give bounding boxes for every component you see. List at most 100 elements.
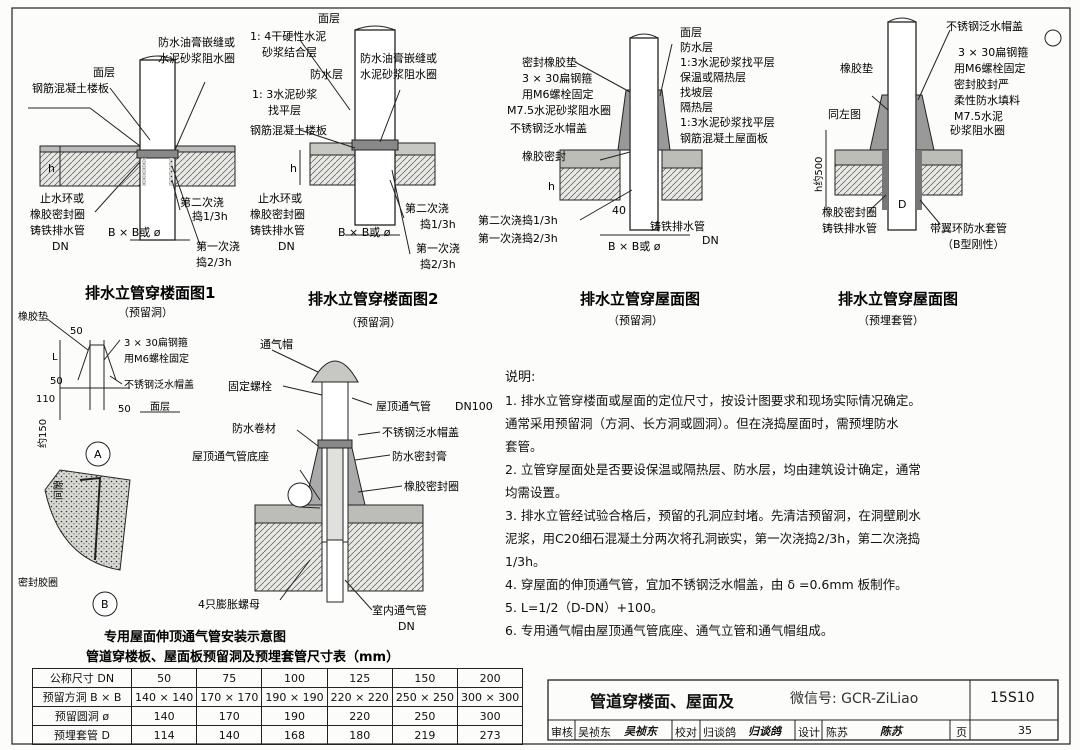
fig3-surface-label: 面层 xyxy=(680,26,702,39)
fig5-detail-top xyxy=(45,317,180,420)
fig2-layer1b-label: 砂浆结合层 xyxy=(262,45,317,59)
fig2-surface-label: 面层 xyxy=(318,12,340,25)
page-number: 35 xyxy=(1018,724,1032,737)
fig5-sealant-label: 密封胶圈 xyxy=(18,576,58,589)
notes-block: 说明: 1. 排水立管穿楼面或屋面的定位尺寸，按设计图要求和现场实际情况确定。 … xyxy=(505,366,1065,642)
fig5-gap-label: 间隙 xyxy=(52,480,65,500)
fig4-pipe-label: 铸铁排水管 xyxy=(822,221,877,235)
fig2-layer1a-label: 1: 4干硬性水泥 xyxy=(250,29,326,43)
note-line: 泥浆，用C20细石混凝土分两次将孔洞嵌实，第一次浇捣2/3h，第二次浇捣 xyxy=(505,531,921,546)
fig1-pipe-label: 铸铁排水管 xyxy=(30,223,85,237)
notes-heading: 说明: xyxy=(505,370,536,385)
fig1-seal-label2: 水泥砂浆阻水圈 xyxy=(158,51,235,65)
fig1-surface-label: 面层 xyxy=(93,66,115,79)
title-block-title: 管道穿楼面、屋面及 xyxy=(590,692,735,711)
fig5-dn-label: DN xyxy=(398,620,415,633)
fig5-vent-drawing xyxy=(254,349,424,611)
fig2-second2-label: 捣1/3h xyxy=(420,217,456,231)
fig5-seal-paste-label: 防水密封膏 xyxy=(392,449,447,463)
table-cell: 114 xyxy=(130,725,198,745)
note-line: 3. 排水立管经试验合格后，预留的孔洞应封堵。先清洁预留洞，在洞壁刷水 xyxy=(505,508,921,523)
fig5-callout-b: B xyxy=(101,598,109,611)
fig4-drawing xyxy=(825,17,963,231)
fig4-sealant-label: 密封胶封严 xyxy=(954,77,1009,91)
fig5-pad-label: 橡胶垫 xyxy=(18,310,48,323)
fig5-callout-a: A xyxy=(94,448,102,461)
table-cell: 170 xyxy=(196,706,263,726)
design-label: 设计 xyxy=(798,726,820,739)
table-cell: 190 × 190 xyxy=(261,687,328,707)
table-cell: 140 xyxy=(130,706,198,726)
checker-signature: 归谈鸽 xyxy=(748,725,781,738)
table-cell: 219 xyxy=(391,725,459,745)
fig3-heat-label: 隔热层 xyxy=(680,101,713,114)
fig5-d110-label: 110 xyxy=(36,394,55,405)
fig2-title: 排水立管穿楼面图2 xyxy=(308,290,438,308)
fig3-cap-label: 不锈钢泛水帽盖 xyxy=(510,121,587,135)
table-row: 公称尺寸 DN 50 75 100 125 150 200 xyxy=(32,668,524,688)
fig2-h-label: h xyxy=(290,162,297,175)
fig5-membrane-label: 防水卷材 xyxy=(232,421,276,435)
fig3-subtitle: （预留洞） xyxy=(608,314,663,327)
checker-name: 归谈鸽 xyxy=(703,726,736,739)
fig5-detail-a xyxy=(44,469,131,571)
fig5-roof-vent-label: 屋顶通气管 xyxy=(376,399,431,413)
fig4-subtitle: （预埋套管） xyxy=(858,313,924,327)
note-line: 套管。 xyxy=(505,439,543,454)
table-cell: 75 xyxy=(196,668,263,688)
fig5-bolt-label: 固定螺栓 xyxy=(228,379,272,393)
fig4-pad-label: 橡胶垫 xyxy=(840,61,873,75)
fig3-h-label: h xyxy=(548,180,555,193)
table-row-head: 公称尺寸 DN xyxy=(32,668,132,688)
fig4-m75b-label: 砂浆阻水圈 xyxy=(950,123,1005,137)
fig5-l-label: L xyxy=(52,352,58,363)
fig1-stop-label2: 橡胶密封圈 xyxy=(30,207,85,221)
table-cell: 250 xyxy=(391,706,459,726)
fig4-hoop-label: 3 × 30扁钢箍 xyxy=(958,45,1028,59)
note-line: 均需设置。 xyxy=(505,485,568,500)
fig5-hoop-label: 3 × 30扁钢箍 xyxy=(124,336,188,349)
fig3-title: 排水立管穿屋面图 xyxy=(580,290,700,308)
table-cell: 190 xyxy=(261,706,328,726)
table-cell: 140 × 140 xyxy=(130,687,198,707)
fig3-m6-label: 用M6螺栓固定 xyxy=(522,87,594,101)
fig3-first-label: 第一次浇捣2/3h xyxy=(478,231,558,245)
fig1-h-label: h xyxy=(48,162,55,175)
fig2-layer2b-label: 找平层 xyxy=(268,103,301,117)
page-label: 页 xyxy=(956,726,967,739)
fig1-seal-label: 防水油膏嵌缝或 xyxy=(158,35,235,49)
table-cell: 140 xyxy=(196,725,263,745)
fig2-layer2a-label: 1: 3水泥砂浆 xyxy=(252,87,317,101)
fig5-dn100-label: DN100 xyxy=(455,400,493,413)
fig1-second-label: 第二次浇 xyxy=(180,195,224,209)
fig1-slab-label: 钢筋混凝土楼板 xyxy=(32,81,109,95)
sheet-border xyxy=(11,7,1071,745)
fig3-level-label: 1:3水泥砂浆找平层 xyxy=(680,55,775,69)
fig2-dn-label: DN xyxy=(278,240,295,253)
watermark-text: 微信号: GCR-ZiLiao xyxy=(790,691,919,707)
fig4-h500-label: h约500 xyxy=(812,157,825,192)
title-block-frame xyxy=(547,679,1059,741)
table-cell: 168 xyxy=(261,725,328,745)
fig5-indoor-label: 室内通气管 xyxy=(372,603,427,617)
fig2-bxb-label: B × B或 ø xyxy=(338,226,391,239)
table-cell: 250 × 250 xyxy=(391,687,459,707)
fig2-subtitle: （预留洞） xyxy=(346,316,401,329)
fig4-cap-label: 不锈钢泛水帽盖 xyxy=(946,19,1023,33)
fig2-seal2-label: 水泥砂浆阻水圈 xyxy=(360,67,437,81)
reviewer-signature: 吴祯东 xyxy=(624,725,657,738)
note-line: 6. 专用通气帽由屋顶通气管底座、通气立管和通气帽组成。 xyxy=(505,623,834,638)
fig3-drawing xyxy=(559,33,703,236)
fig2-first1-label: 第一次浇 xyxy=(416,241,460,255)
fig4-section-marker-icon xyxy=(1044,29,1062,47)
reviewer-name: 吴祯东 xyxy=(578,726,611,739)
fig5-vent-cap-label: 通气帽 xyxy=(260,337,293,351)
table-row-head: 预留方洞 B × B xyxy=(32,687,132,707)
table-cell: 200 xyxy=(457,668,524,688)
fig2-stop2-label: 橡胶密封圈 xyxy=(250,207,305,221)
table-cell: 125 xyxy=(326,668,393,688)
fig4-m75a-label: M7.5水泥 xyxy=(954,110,1003,123)
table-caption: 管道穿楼板、屋面板预留洞及预埋套管尺寸表（mm） xyxy=(86,649,399,665)
fig1-title: 排水立管穿楼面图1 xyxy=(85,284,215,302)
